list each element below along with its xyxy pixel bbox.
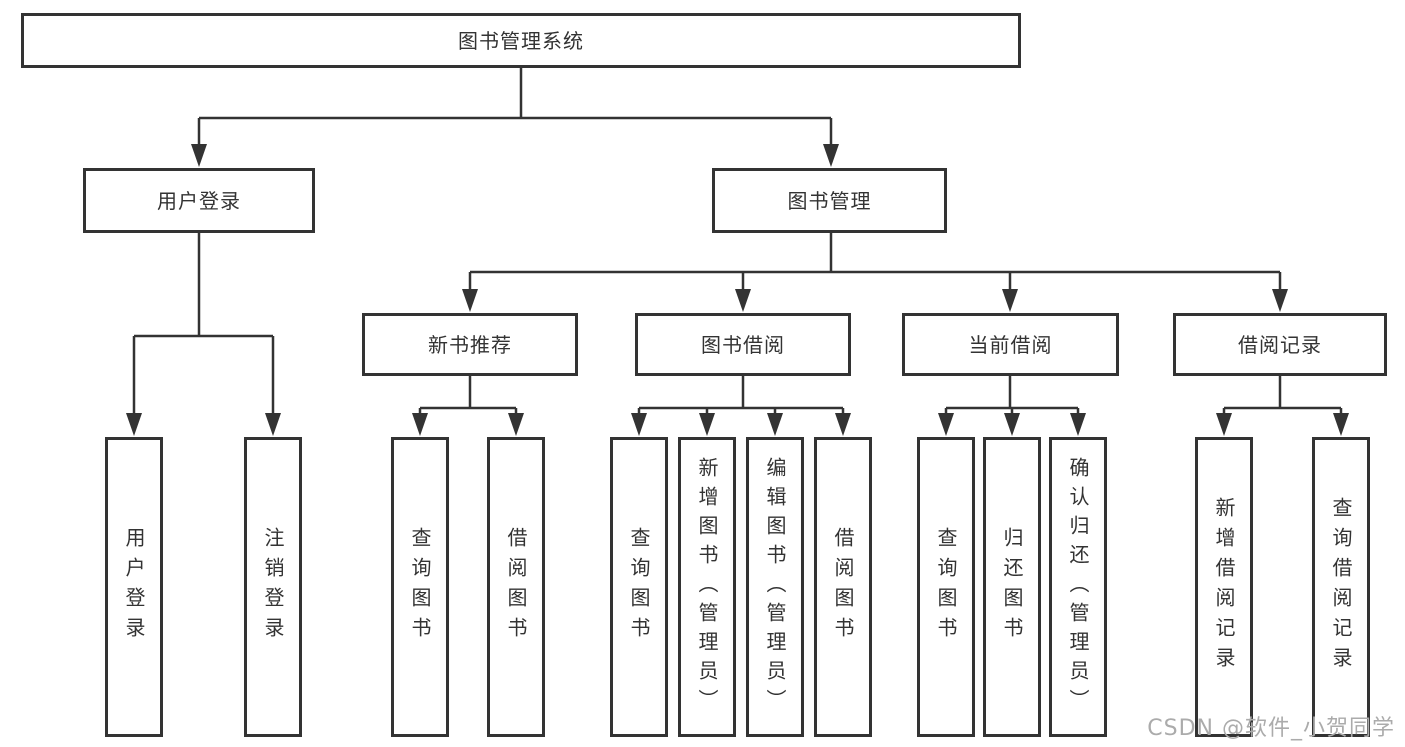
node-user-login: 用户登录 <box>83 168 315 233</box>
node-book-borrow-label: 图书借阅 <box>701 332 785 357</box>
leaf-query-books-recommend: 查询图书 <box>391 437 449 737</box>
node-book-management-label: 图书管理 <box>787 188 872 213</box>
leaf-edit-book-admin: 编辑图书（管理员） <box>746 437 804 737</box>
leaf-confirm-return-admin: 确认归还（管理员） <box>1049 437 1107 737</box>
leaf-add-borrow-record: 新增借阅记录 <box>1195 437 1253 737</box>
leaf-add-book-admin-label: 新增图书（管理员） <box>695 456 719 718</box>
leaf-query-borrow-record: 查询借阅记录 <box>1312 437 1370 737</box>
leaf-user-login-label: 用户登录 <box>122 527 146 647</box>
leaf-return-book: 归还图书 <box>983 437 1041 737</box>
node-current-borrow-label: 当前借阅 <box>968 332 1053 357</box>
leaf-query-borrow-record-label: 查询借阅记录 <box>1329 497 1353 677</box>
leaf-add-borrow-record-label: 新增借阅记录 <box>1212 497 1236 677</box>
node-book-management: 图书管理 <box>712 168 947 233</box>
leaf-confirm-return-admin-label: 确认归还（管理员） <box>1066 456 1090 718</box>
leaf-query-books-current-label: 查询图书 <box>934 527 958 647</box>
leaf-borrow-books-recommend-label: 借阅图书 <box>504 527 528 647</box>
node-borrow-records: 借阅记录 <box>1173 313 1387 376</box>
node-book-borrow: 图书借阅 <box>635 313 851 376</box>
node-user-login-label: 用户登录 <box>157 188 241 213</box>
leaf-return-book-label: 归还图书 <box>1000 527 1024 647</box>
node-root-label: 图书管理系统 <box>458 28 584 53</box>
node-current-borrow: 当前借阅 <box>902 313 1119 376</box>
leaf-borrow-books-recommend: 借阅图书 <box>487 437 545 737</box>
leaf-query-books-borrow: 查询图书 <box>610 437 668 737</box>
leaf-logout-label: 注销登录 <box>261 527 285 647</box>
leaf-edit-book-admin-label: 编辑图书（管理员） <box>763 456 787 718</box>
csdn-watermark: CSDN @软件_小贺同学 <box>1147 716 1395 741</box>
leaf-borrow-books: 借阅图书 <box>814 437 872 737</box>
node-new-book-recommend-label: 新书推荐 <box>428 332 512 357</box>
leaf-query-books-current: 查询图书 <box>917 437 975 737</box>
node-new-book-recommend: 新书推荐 <box>362 313 578 376</box>
leaf-query-books-borrow-label: 查询图书 <box>627 527 651 647</box>
node-root: 图书管理系统 <box>21 13 1021 68</box>
leaf-logout: 注销登录 <box>244 437 302 737</box>
leaf-add-book-admin: 新增图书（管理员） <box>678 437 736 737</box>
leaf-user-login: 用户登录 <box>105 437 163 737</box>
node-borrow-records-label: 借阅记录 <box>1238 332 1322 357</box>
leaf-borrow-books-label: 借阅图书 <box>831 527 855 647</box>
leaf-query-books-recommend-label: 查询图书 <box>408 527 432 647</box>
